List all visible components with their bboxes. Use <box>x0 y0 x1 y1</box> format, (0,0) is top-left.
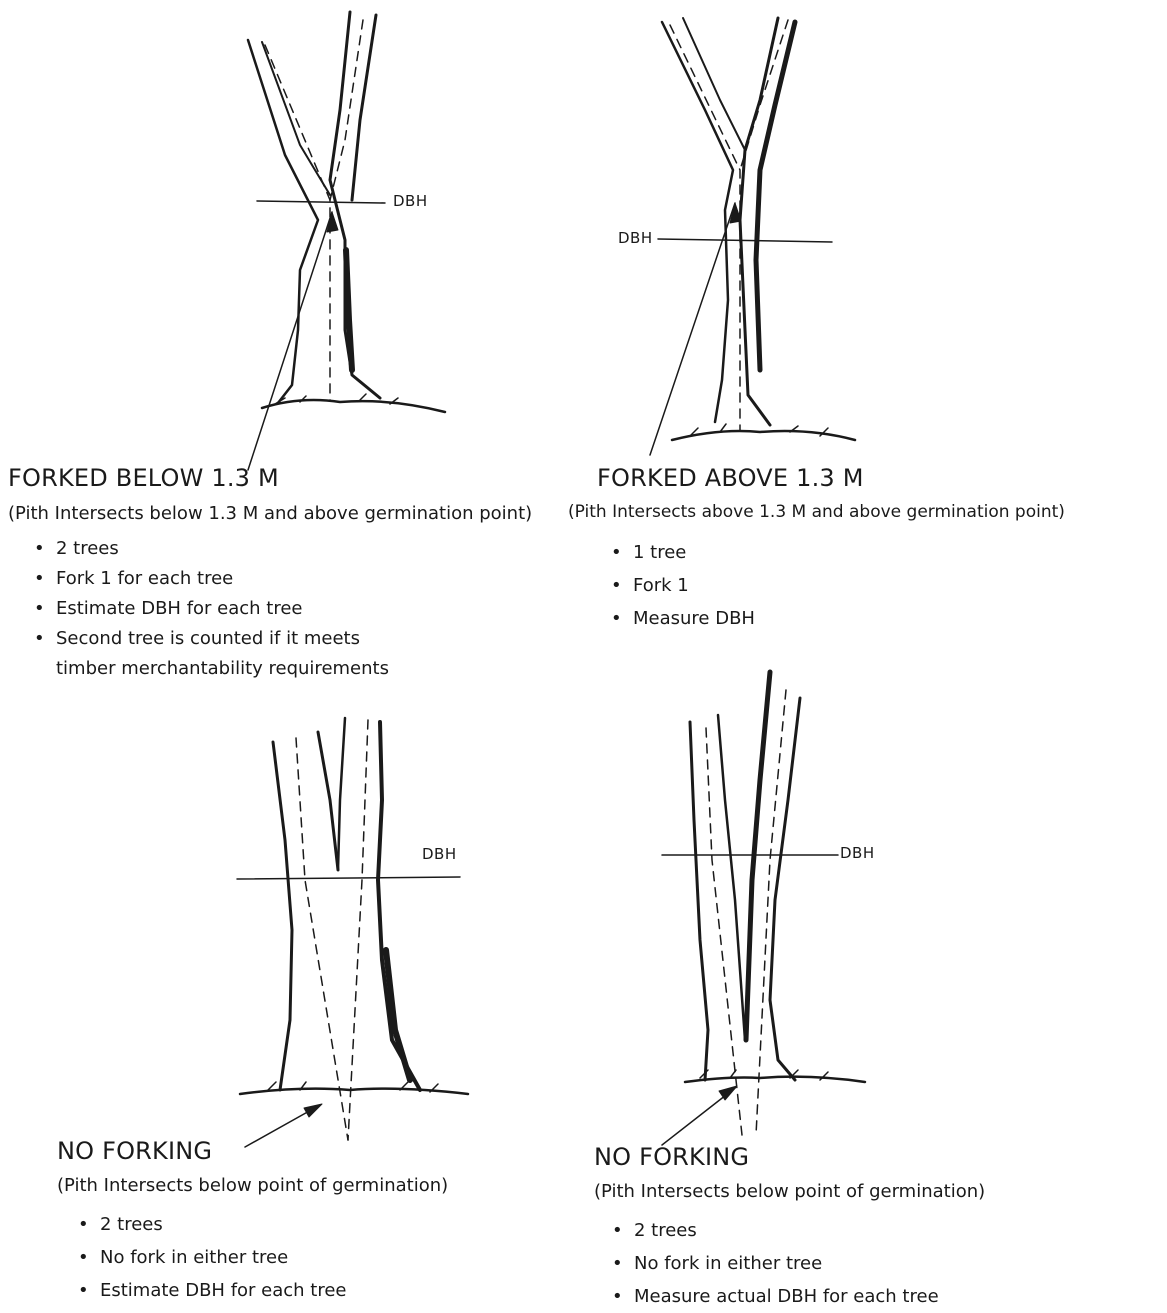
list-item: Measure actual DBH for each tree <box>606 1280 939 1313</box>
list-item: No fork in either tree <box>606 1247 939 1280</box>
list-item: 2 trees <box>606 1214 939 1247</box>
bullet-list: 2 trees No fork in either tree Measure a… <box>606 1214 939 1313</box>
panel-subtitle: (Pith Intersects below point of germinat… <box>594 1181 985 1202</box>
panel-title: NO FORKING <box>594 1143 749 1171</box>
dbh-label: DBH <box>840 844 875 862</box>
